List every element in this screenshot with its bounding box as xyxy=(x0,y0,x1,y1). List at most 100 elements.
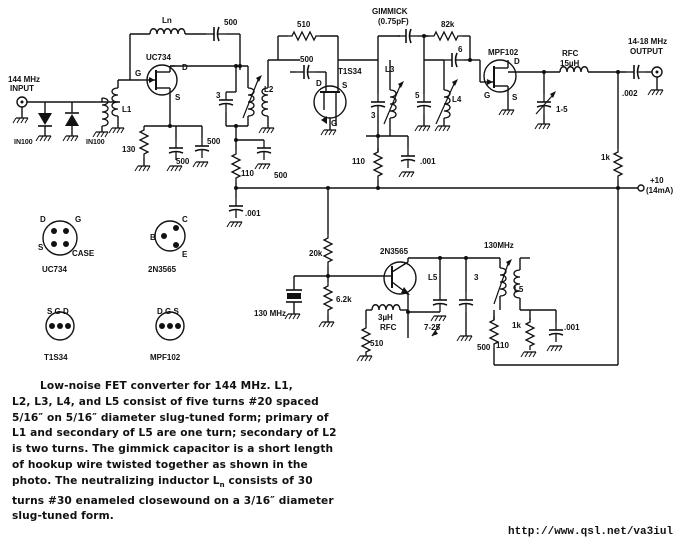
tank-l3 xyxy=(366,60,408,138)
q2-source-pin: S xyxy=(342,81,348,90)
rfc2-label-line2: RFC xyxy=(380,323,397,332)
2n3565-pin-b: B xyxy=(150,233,156,242)
uc734-pinout-label: UC734 xyxy=(42,265,67,274)
coil-l1 xyxy=(92,79,140,138)
rfc1-label-line2: 15µH xyxy=(560,59,580,68)
2n3565-pinout-label: 2N3565 xyxy=(148,265,177,274)
r1kb-label: 1k xyxy=(512,321,521,330)
input-label-line1: 144 MHz xyxy=(8,75,40,84)
c500a-label: 500 xyxy=(224,18,238,27)
r130-label: 130 xyxy=(122,145,136,154)
c15-label: 1-5 xyxy=(556,105,568,114)
caption-line-9: slug-tuned form. xyxy=(12,510,114,523)
t1s34-pinout-label: T1S34 xyxy=(44,353,68,362)
fet-q3 xyxy=(479,59,517,102)
caption-subscript-n: n xyxy=(219,480,225,489)
output-label-line1: 14-18 MHz xyxy=(628,37,667,46)
supply-label-line2: (14mA) xyxy=(646,186,673,195)
crystal-label: 130 MHz xyxy=(254,309,286,318)
r510-label: 510 xyxy=(297,20,311,29)
uc734-pin-s: S xyxy=(38,243,44,252)
2n3565-pin-e: E xyxy=(182,250,188,259)
caption-line-2: L2, L3, L4, and L5 consist of five turns… xyxy=(12,395,319,408)
q1-source-pin: S xyxy=(175,93,181,102)
c3b-label: 3 xyxy=(371,111,376,120)
trimmer-7-25 xyxy=(431,323,441,337)
l3-label: L3 xyxy=(385,65,395,74)
q1-gate-pin: G xyxy=(135,69,141,78)
caption-line-7-head: photo. The neutralizing inductor L xyxy=(12,474,220,487)
q3-source-pin: S xyxy=(512,93,518,102)
input-label-line2: INPUT xyxy=(10,84,34,93)
fet-q1 xyxy=(140,64,178,102)
l2-label: L2 xyxy=(264,85,274,94)
c5-label: 5 xyxy=(415,91,420,100)
c3c-label: 3 xyxy=(474,273,479,282)
q3-drain-pin: D xyxy=(514,57,520,66)
tank-l4 xyxy=(414,59,458,132)
pinout-t1s34 xyxy=(45,311,75,341)
caption-line-6: of hookup wire twisted together as shown… xyxy=(12,458,308,471)
uc734-pin-case: CASE xyxy=(72,249,95,258)
q3-label: MPF102 xyxy=(488,48,519,57)
supply-label-line1: +10 xyxy=(650,176,664,185)
diode-b-label: IN100 xyxy=(86,139,105,146)
gimmick-label-line2: (0.75pF) xyxy=(378,17,409,26)
caption-line-8: turns #30 enameled closewound on a 3/16″… xyxy=(12,494,334,507)
l5b-label: L5 xyxy=(428,273,438,282)
bjt-q4 xyxy=(383,258,417,306)
schematic-diagram: 144 MHz INPUT IN100 IN100 L1 xyxy=(8,7,673,366)
c001a-label: .001 xyxy=(245,209,261,218)
figure-caption: Low-noise FET converter for 144 MHz. L1,… xyxy=(12,379,342,525)
osc-freq-label: 130MHz xyxy=(484,241,514,250)
tank-l5 xyxy=(489,257,530,365)
2n3565-pin-c: C xyxy=(182,215,188,224)
c500c-label: 500 xyxy=(207,137,221,146)
pinout-uc734 xyxy=(42,220,78,256)
r1ka-label: 1k xyxy=(601,153,610,162)
q3-gate-pin: G xyxy=(484,91,490,100)
c001c-label: .001 xyxy=(564,323,580,332)
l4-label: L4 xyxy=(452,95,462,104)
t1s34-pin-labels: S G D xyxy=(47,307,69,316)
q2-label: T1S34 xyxy=(338,67,362,76)
c725-label: 7-25 xyxy=(424,323,441,332)
caption-line-4: L1 and secondary of L5 are one turn; sec… xyxy=(12,427,337,440)
c001b-label: .001 xyxy=(420,157,436,166)
r510b-label: 510 xyxy=(370,339,384,348)
l5-label: L5 xyxy=(514,285,524,294)
diode-a-label: IN100 xyxy=(14,139,33,146)
uc734-pin-g: G xyxy=(75,215,81,224)
q1-drain-pin: D xyxy=(182,63,188,72)
rfc1-label-line1: RFC xyxy=(562,49,579,58)
c002-label: .002 xyxy=(622,89,638,98)
uc734-pin-d: D xyxy=(40,215,46,224)
gimmick-label-line1: GIMMICK xyxy=(372,7,408,16)
q2-gate-pin: G xyxy=(331,119,337,128)
r110a-label: 110 xyxy=(241,169,254,178)
output-label-line2: OUTPUT xyxy=(630,47,663,56)
q1-label: UC734 xyxy=(146,53,171,62)
r62k-label: 6.2k xyxy=(336,295,352,304)
r110c-label: 110 xyxy=(496,341,509,350)
output-connector xyxy=(647,66,664,96)
mpf102-pin-labels: D G S xyxy=(157,307,179,316)
r20k-label: 20k xyxy=(309,249,323,258)
caption-line-5: is two turns. The gimmick capacitor is a… xyxy=(12,443,334,456)
c500e-label: 500 xyxy=(300,55,314,64)
pinout-mpf102 xyxy=(155,311,185,341)
diode-pair xyxy=(35,102,79,142)
q4-label: 2N3565 xyxy=(380,247,409,256)
source-url[interactable]: http://www.qsl.net/va3iul xyxy=(508,526,674,538)
ln-label: Ln xyxy=(162,16,172,25)
caption-line-7: photo. The neutralizing inductor Ln cons… xyxy=(12,474,342,494)
crystal-130mhz xyxy=(284,275,384,320)
mpf102-pinout-label: MPF102 xyxy=(150,353,181,362)
c500b-label: 500 xyxy=(176,157,190,166)
caption-line-7-tail: consists of 30 xyxy=(224,474,313,487)
c6-label: 6 xyxy=(458,45,463,54)
tank-l2 xyxy=(218,60,275,134)
caption-line-3: 5/16″ on 5/16″ diameter slug-tuned form;… xyxy=(12,411,329,424)
r82k-label: 82k xyxy=(441,20,455,29)
q2-drain-pin: D xyxy=(316,79,322,88)
